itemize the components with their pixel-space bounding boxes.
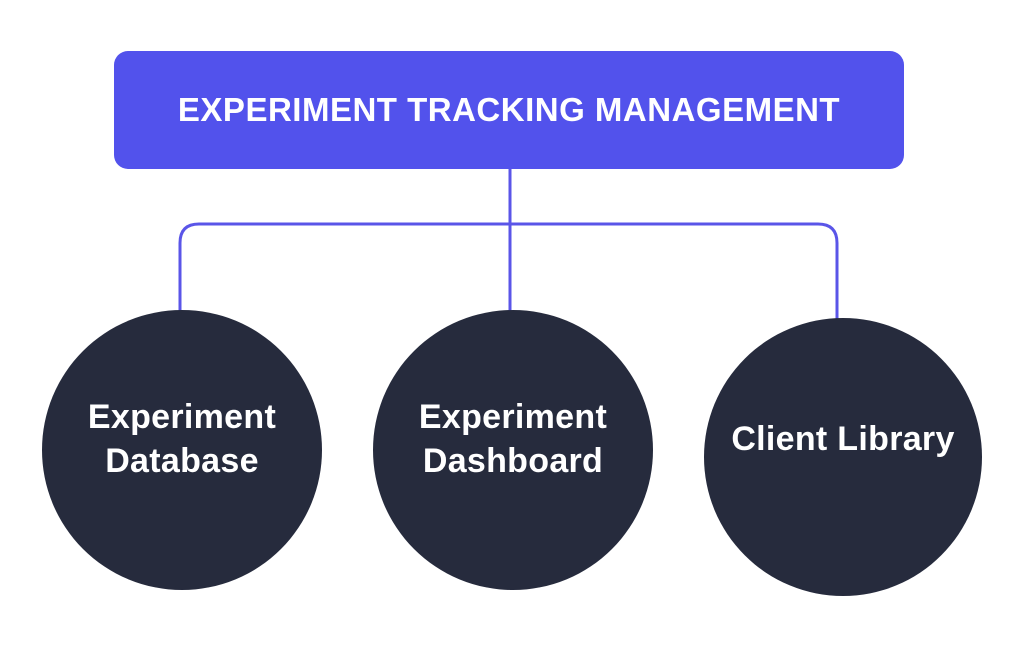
child-node-label: Experiment Database bbox=[87, 398, 277, 480]
child-node-experiment-dashboard: Experiment Dashboard bbox=[373, 310, 653, 590]
child-node-experiment-database: Experiment Database bbox=[42, 310, 322, 590]
root-node-label: EXPERIMENT TRACKING MANAGEMENT bbox=[177, 91, 841, 128]
child-node-client-library: Client Library bbox=[704, 318, 982, 596]
connector-horizontal-bar bbox=[178, 222, 839, 320]
child-node-label: Experiment Dashboard bbox=[418, 398, 608, 480]
child-node-label: Client Library bbox=[731, 420, 955, 458]
root-node: EXPERIMENT TRACKING MANAGEMENT bbox=[114, 51, 904, 169]
